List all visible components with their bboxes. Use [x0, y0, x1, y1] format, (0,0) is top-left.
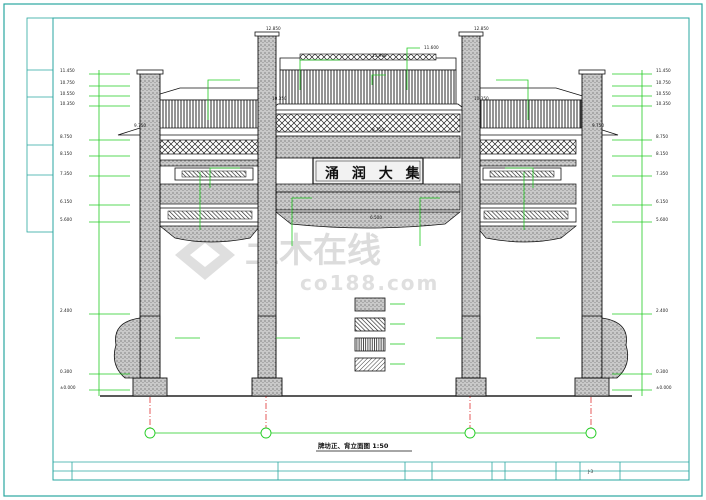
elev-right-2: 10.550	[656, 91, 671, 96]
elev-right-11: ±0.000	[656, 385, 672, 390]
elev-center-ridge-b: 11.600	[424, 45, 439, 50]
elev-left-10: 0.300	[60, 369, 72, 374]
elev-side-roof-right: 9.750	[592, 123, 604, 128]
axis-bubble-4	[585, 427, 597, 439]
elev-left-6: 7.350	[60, 171, 72, 176]
left-drum-stone	[113, 317, 141, 379]
center-gate: 涌 润 大 集	[268, 53, 468, 229]
pillar-right-inner	[461, 33, 481, 381]
pillar-right-outer	[581, 71, 603, 381]
drawing-title: 牌坊正、背立面图 1:50	[318, 441, 389, 450]
elev-right-4: 8.750	[656, 134, 668, 139]
plaque-text: 涌 润 大 集	[325, 165, 424, 182]
elev-left-7: 6.150	[60, 199, 72, 204]
axis-bubble-1	[144, 427, 156, 439]
elev-right-7: 6.150	[656, 199, 668, 204]
legend-swatch-3	[354, 337, 386, 352]
elev-right-0: 11.450	[656, 68, 671, 73]
elev-right-9: 2.400	[656, 308, 668, 313]
elev-left-9: 2.400	[60, 308, 72, 313]
elev-right-5: 8.150	[656, 151, 668, 156]
elev-left-5: 8.150	[60, 151, 72, 156]
sheet-inner-frame	[52, 17, 690, 481]
plaque-board	[312, 157, 424, 185]
elev-center-eave-b: 10.350	[474, 96, 489, 101]
legend-swatch-1	[354, 297, 386, 312]
center-elevation-labels: 12.850 12.850 11.900 11.600 10.350 10.35…	[134, 26, 604, 220]
right-drum-stone	[601, 317, 629, 379]
axis-bubble-2	[260, 427, 272, 439]
legend-swatch-4	[354, 357, 386, 372]
elev-side-roof-left: 9.750	[134, 123, 146, 128]
right-elevation-labels: 11.450 10.750 10.550 10.350 8.750 8.150 …	[656, 68, 672, 390]
elev-plaque-top: 8.750	[372, 127, 384, 132]
elev-left-1: 10.750	[60, 80, 75, 85]
title-block	[53, 461, 689, 480]
elev-right-8: 5.600	[656, 217, 668, 222]
pillar-left-outer	[139, 71, 161, 381]
sheet-number: J-3	[587, 469, 593, 474]
elev-left-3: 10.350	[60, 101, 75, 106]
elev-center-top-left: 12.850	[266, 26, 281, 31]
elevation-ticks	[89, 73, 652, 391]
elev-left-8: 5.600	[60, 217, 72, 222]
elev-center-eave: 10.350	[272, 96, 287, 101]
elev-plaque-bottom: 6.500	[370, 215, 382, 220]
elev-left-0: 11.450	[60, 68, 75, 73]
binding-strip	[26, 17, 54, 233]
left-elevation-labels: 11.450 10.750 10.550 10.350 8.750 8.150 …	[60, 68, 76, 390]
elev-left-2: 10.550	[60, 91, 75, 96]
right-side-gate	[473, 87, 619, 243]
elev-center-top-right: 12.850	[474, 26, 489, 31]
watermark-logo-icon	[175, 230, 235, 280]
elev-right-6: 7.350	[656, 171, 668, 176]
pillar-left-inner	[257, 33, 277, 381]
elev-right-3: 10.350	[656, 101, 671, 106]
axis-bubbles	[144, 427, 597, 439]
material-legend	[354, 297, 386, 372]
elev-right-10: 0.300	[656, 369, 668, 374]
elev-center-ridge-a: 11.900	[372, 53, 387, 58]
pillars	[132, 31, 610, 397]
leader-lines	[98, 47, 643, 396]
elev-left-4: 8.750	[60, 134, 72, 139]
legend-swatch-2	[354, 317, 386, 332]
elev-left-11: ±0.000	[60, 385, 76, 390]
watermark-en-text: co188.com	[300, 271, 439, 295]
sheet-outer-frame	[3, 3, 703, 497]
elev-right-1: 10.750	[656, 80, 671, 85]
axis-bubble-3	[464, 427, 476, 439]
